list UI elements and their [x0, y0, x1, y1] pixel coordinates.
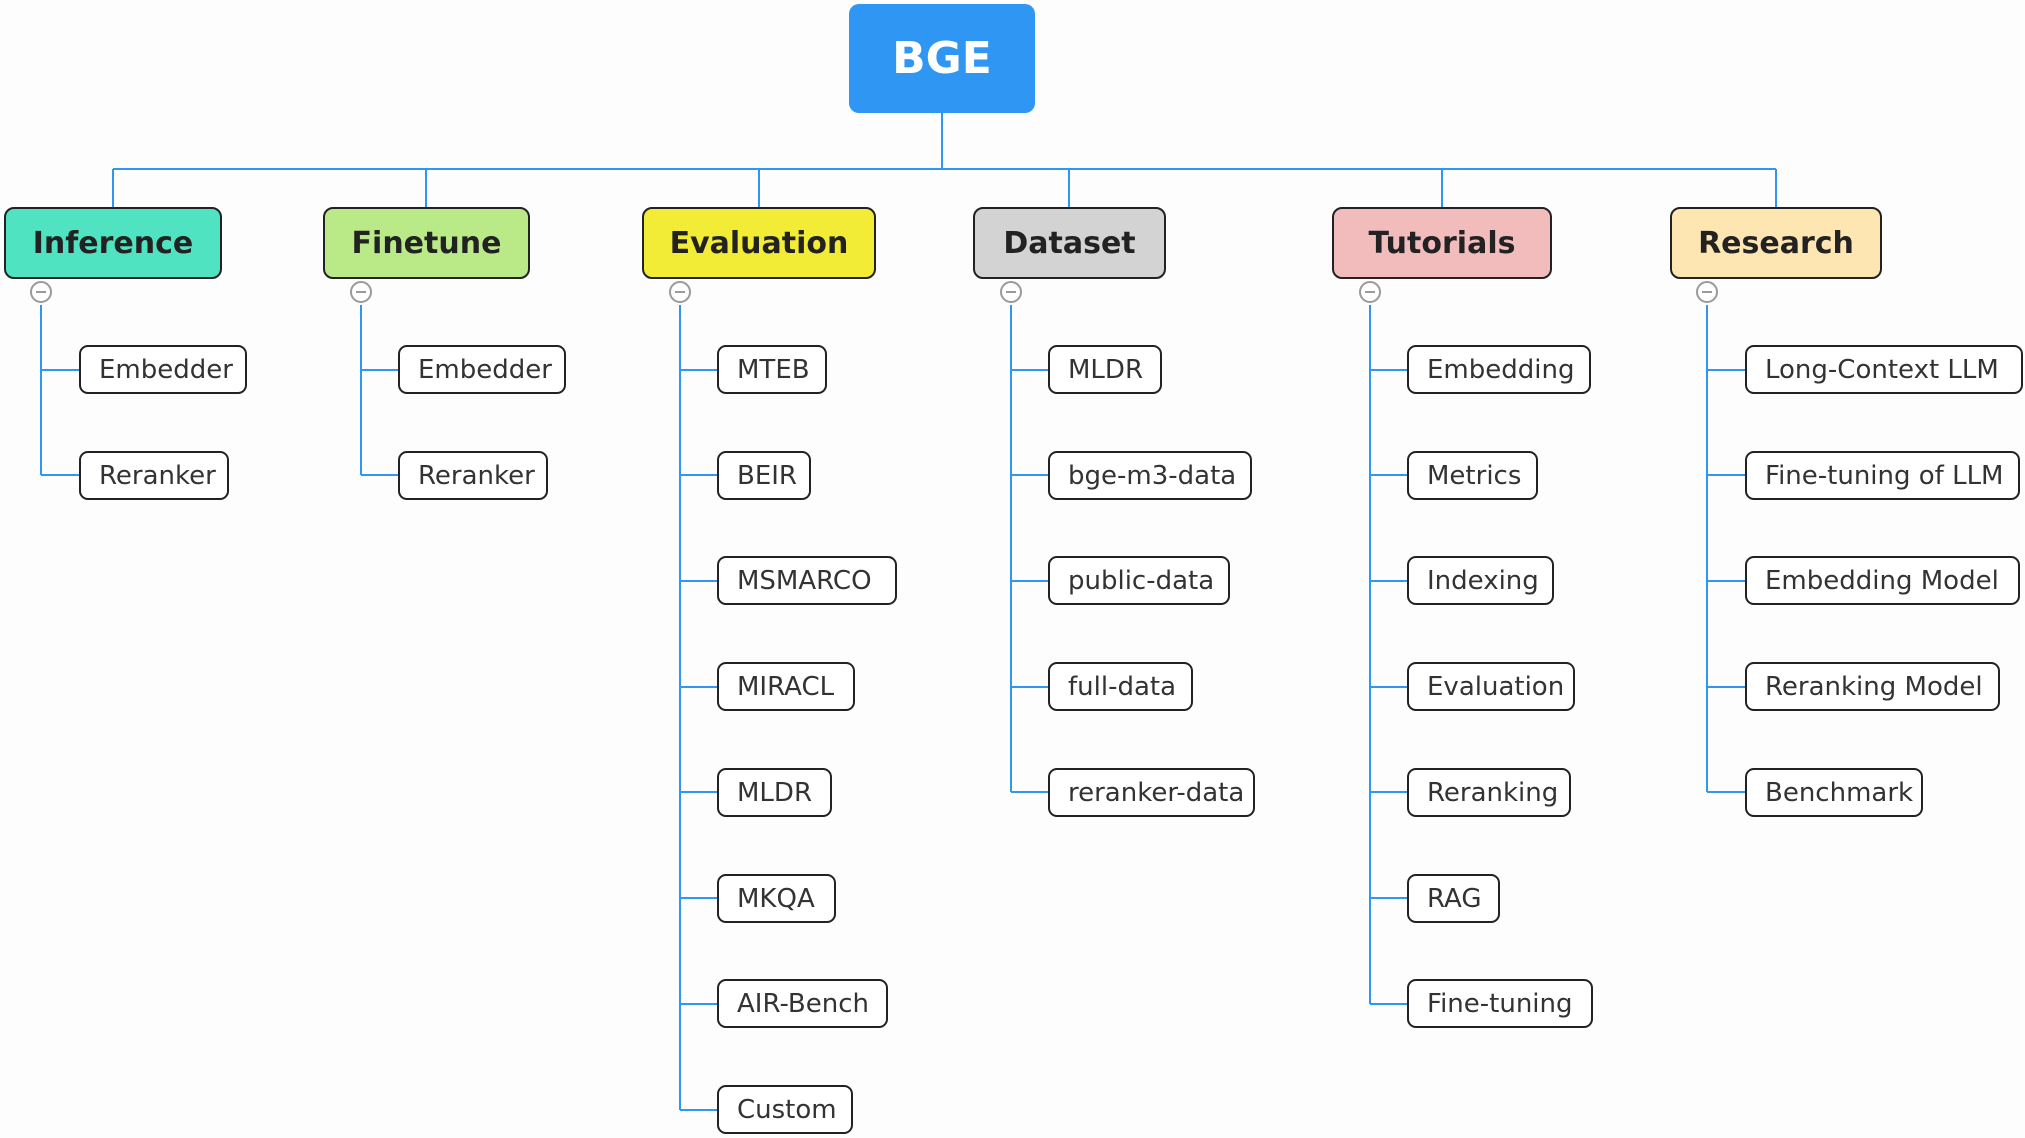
leaf-node[interactable]: MTEB	[717, 345, 827, 394]
collapse-toggle-icon[interactable]	[350, 281, 372, 303]
leaf-node[interactable]: MLDR	[717, 768, 832, 817]
leaf-node[interactable]: Evaluation	[1407, 662, 1575, 711]
leaf-node[interactable]: public-data	[1048, 556, 1230, 605]
leaf-node[interactable]: Metrics	[1407, 451, 1538, 500]
collapse-toggle-icon[interactable]	[1696, 281, 1718, 303]
leaf-node[interactable]: MLDR	[1048, 345, 1162, 394]
branch-evaluation[interactable]: Evaluation	[642, 207, 876, 279]
leaf-node[interactable]: Benchmark	[1745, 768, 1923, 817]
leaf-node[interactable]: Fine-tuning of LLM	[1745, 451, 2020, 500]
leaf-node[interactable]: Embedder	[398, 345, 566, 394]
leaf-node[interactable]: MSMARCO	[717, 556, 897, 605]
leaf-node[interactable]: Embedder	[79, 345, 247, 394]
leaf-node[interactable]: MIRACL	[717, 662, 855, 711]
branch-finetune[interactable]: Finetune	[323, 207, 530, 279]
leaf-node[interactable]: Embedding Model	[1745, 556, 2020, 605]
leaf-node[interactable]: RAG	[1407, 874, 1500, 923]
leaf-node[interactable]: bge-m3-data	[1048, 451, 1252, 500]
branch-tutorials[interactable]: Tutorials	[1332, 207, 1552, 279]
leaf-node[interactable]: Embedding	[1407, 345, 1591, 394]
leaf-node[interactable]: AIR-Bench	[717, 979, 888, 1028]
branch-inference[interactable]: Inference	[4, 207, 222, 279]
root-node[interactable]: BGE	[849, 4, 1035, 113]
leaf-node[interactable]: Reranker	[79, 451, 229, 500]
leaf-node[interactable]: Reranker	[398, 451, 548, 500]
leaf-node[interactable]: Reranking	[1407, 768, 1571, 817]
leaf-node[interactable]: Reranking Model	[1745, 662, 2000, 711]
leaf-node[interactable]: Indexing	[1407, 556, 1554, 605]
collapse-toggle-icon[interactable]	[1000, 281, 1022, 303]
branch-research[interactable]: Research	[1670, 207, 1882, 279]
leaf-node[interactable]: full-data	[1048, 662, 1193, 711]
leaf-node[interactable]: BEIR	[717, 451, 811, 500]
leaf-node[interactable]: reranker-data	[1048, 768, 1255, 817]
branch-dataset[interactable]: Dataset	[973, 207, 1166, 279]
leaf-node[interactable]: Long-Context LLM	[1745, 345, 2023, 394]
collapse-toggle-icon[interactable]	[1359, 281, 1381, 303]
collapse-toggle-icon[interactable]	[669, 281, 691, 303]
leaf-node[interactable]: Fine-tuning	[1407, 979, 1593, 1028]
leaf-node[interactable]: MKQA	[717, 874, 836, 923]
leaf-node[interactable]: Custom	[717, 1085, 853, 1134]
collapse-toggle-icon[interactable]	[30, 281, 52, 303]
